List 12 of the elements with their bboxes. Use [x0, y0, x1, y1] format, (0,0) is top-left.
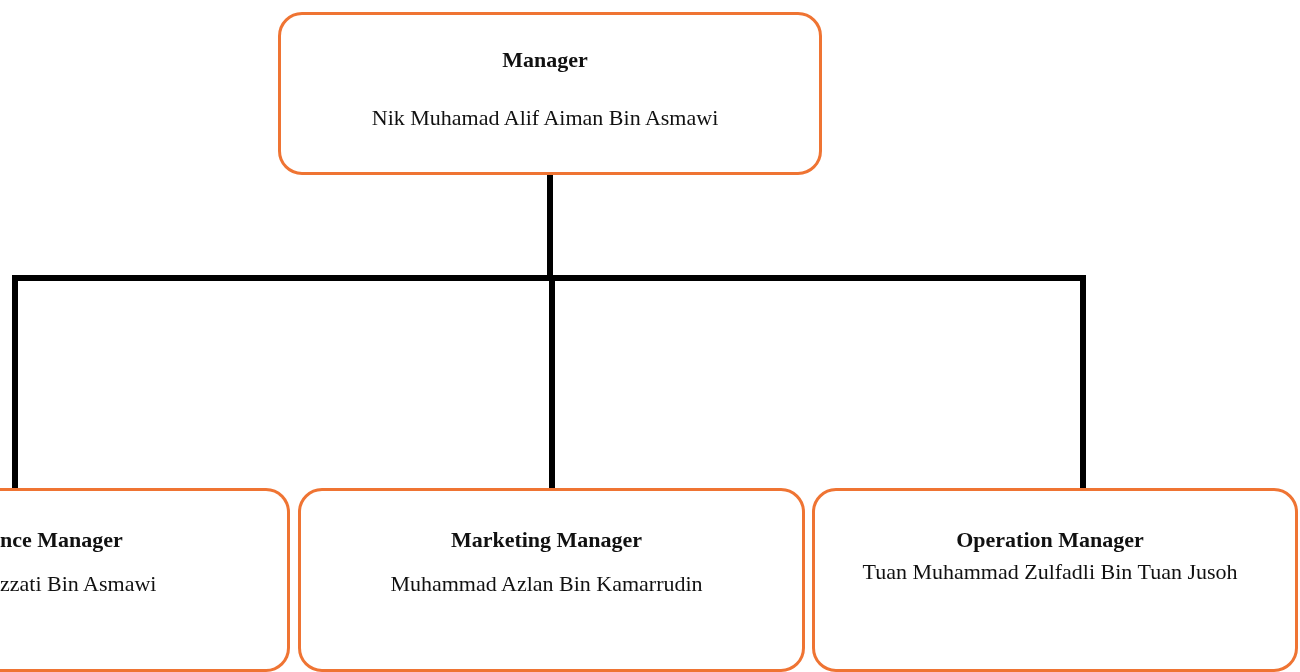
- person-name: Tuan Muhammad Zulfadli Bin Tuan Jusoh: [861, 558, 1239, 586]
- person-name: zzati Bin Asmawi: [0, 570, 158, 598]
- role-title: Marketing Manager: [449, 526, 644, 554]
- org-box: [278, 12, 822, 175]
- org-box: [0, 488, 290, 672]
- org-box: [812, 488, 1298, 672]
- org-box: [298, 488, 805, 672]
- role-title: Operation Manager: [955, 526, 1145, 554]
- person-name: Muhammad Azlan Bin Kamarrudin: [389, 570, 704, 598]
- role-title: Manager: [501, 46, 589, 74]
- person-name: Nik Muhamad Alif Aiman Bin Asmawi: [370, 104, 720, 132]
- role-title: nce Manager: [0, 526, 124, 554]
